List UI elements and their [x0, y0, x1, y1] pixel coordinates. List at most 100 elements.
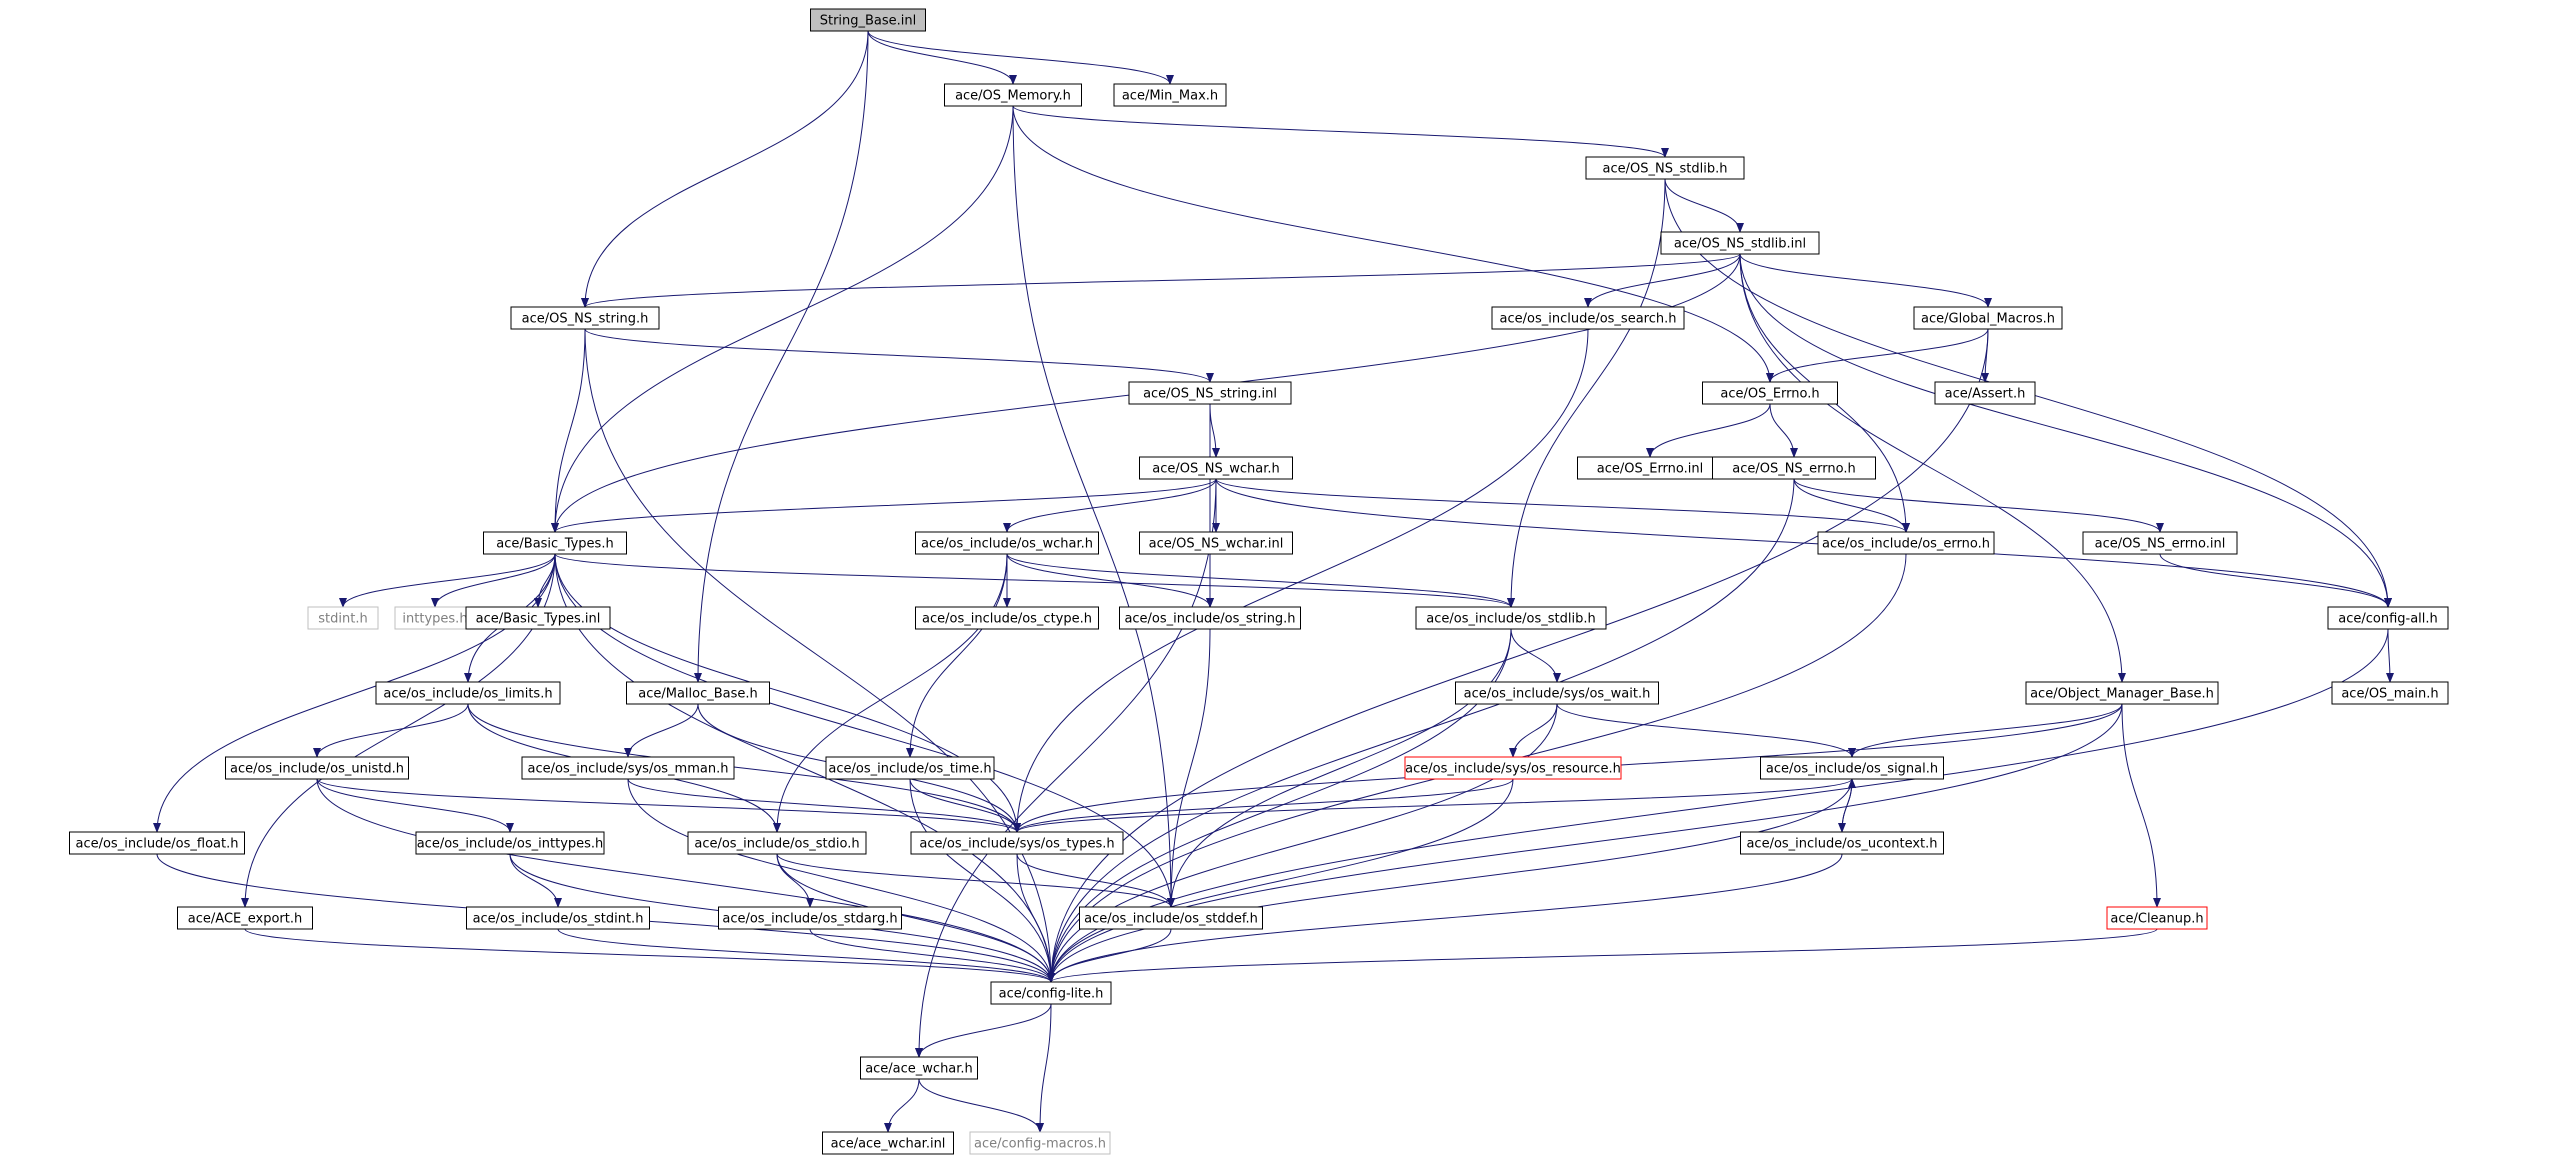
node-ace-config-all-h[interactable]: ace/config-all.h: [2327, 606, 2449, 630]
node-ace-os-errno-h[interactable]: ace/OS_Errno.h: [1702, 381, 1838, 405]
node-inttypes-h[interactable]: inttypes.h: [394, 606, 476, 630]
node-label: ace/os_include/os_stddef.h: [1084, 912, 1258, 927]
node-ace-config-macros-h[interactable]: ace/config-macros.h: [969, 1131, 1111, 1155]
node-ace-os-include-os-wchar-h[interactable]: ace/os_include/os_wchar.h: [915, 531, 1099, 555]
edge-ace-object-manager-base-h-to-ace-config-lite-h: [1047, 703, 2123, 983]
edge-ace-os-include-os-ucontext-h-to-ace-config-lite-h: [1047, 853, 1843, 983]
edge-ace-os-include-sys-os-resource-h-to-ace-os-include-sys-os-types-h: [1013, 778, 1514, 833]
edge-ace-os-include-os-unistd-h-to-ace-os-include-sys-os-types-h: [316, 778, 1021, 833]
edge-ace-os-include-os-stddef-h-to-ace-config-lite-h: [1047, 928, 1172, 983]
node-ace-os-include-os-ucontext-h[interactable]: ace/os_include/os_ucontext.h: [1740, 831, 1944, 855]
edge-ace-os-include-os-stdlib-h-to-ace-os-include-sys-os-wait-h: [1510, 628, 1561, 683]
edge-ace-os-ns-string-h-to-ace-os-ns-string-inl: [584, 328, 1214, 383]
edge-ace-os-include-sys-os-wait-h-to-ace-config-lite-h: [1047, 703, 1558, 983]
node-ace-os-include-sys-os-mman-h[interactable]: ace/os_include/sys/os_mman.h: [521, 756, 735, 780]
edge-string-base-inl-to-ace-malloc-base-h: [694, 30, 869, 683]
node-ace-basic-types-inl[interactable]: ace/Basic_Types.inl: [465, 606, 611, 630]
node-ace-os-include-os-time-h[interactable]: ace/os_include/os_time.h: [825, 756, 995, 780]
node-ace-os-include-os-limits-h[interactable]: ace/os_include/os_limits.h: [375, 681, 561, 705]
edge-ace-basic-types-h-to-stdint-h: [339, 553, 556, 608]
node-label: ace/Global_Macros.h: [1921, 312, 2055, 327]
node-ace-os-ns-errno-h[interactable]: ace/OS_NS_errno.h: [1712, 456, 1876, 480]
node-ace-ace-wchar-inl[interactable]: ace/ace_wchar.inl: [822, 1131, 954, 1155]
edge-ace-os-ns-errno-h-to-ace-config-lite-h: [1047, 478, 1795, 983]
edge-ace-os-ns-errno-h-to-ace-os-include-os-errno-h: [1793, 478, 1910, 533]
node-ace-config-lite-h[interactable]: ace/config-lite.h: [990, 981, 1112, 1005]
node-ace-object-manager-base-h[interactable]: ace/Object_Manager_Base.h: [2025, 681, 2219, 705]
edge-ace-os-include-os-wchar-h-to-ace-os-include-os-string-h: [1006, 553, 1214, 608]
node-box: [415, 831, 605, 855]
node-ace-os-ns-stdlib-inl[interactable]: ace/OS_NS_stdlib.inl: [1660, 231, 1820, 255]
node-box: [1119, 606, 1301, 630]
node-stdint-h[interactable]: stdint.h: [307, 606, 379, 630]
edge-ace-os-ns-string-inl-to-ace-os-ns-wchar-h: [1209, 403, 1220, 458]
node-box: [1913, 306, 2063, 330]
node-label: ace/Malloc_Base.h: [638, 687, 758, 702]
edge-ace-global-macros-h-to-ace-os-errno-h: [1766, 328, 1989, 383]
node-ace-os-include-os-errno-h[interactable]: ace/os_include/os_errno.h: [1817, 531, 1995, 555]
node-ace-os-include-sys-os-resource-h[interactable]: ace/os_include/sys/os_resource.h: [1404, 756, 1622, 780]
node-ace-os-errno-inl[interactable]: ace/OS_Errno.inl: [1577, 456, 1723, 480]
node-ace-os-include-os-stdarg-h[interactable]: ace/os_include/os_stdarg.h: [718, 906, 902, 930]
node-ace-global-macros-h[interactable]: ace/Global_Macros.h: [1913, 306, 2063, 330]
node-ace-ace-wchar-h[interactable]: ace/ace_wchar.h: [860, 1056, 978, 1080]
node-ace-os-include-os-search-h[interactable]: ace/os_include/os_search.h: [1491, 306, 1685, 330]
node-ace-os-ns-wchar-inl[interactable]: ace/OS_NS_wchar.inl: [1139, 531, 1293, 555]
node-label: ace/OS_Errno.h: [1720, 387, 1819, 402]
node-label: ace/os_include/os_stdio.h: [694, 837, 859, 852]
node-ace-os-include-sys-os-wait-h[interactable]: ace/os_include/sys/os_wait.h: [1455, 681, 1659, 705]
node-ace-os-include-os-stddef-h[interactable]: ace/os_include/os_stddef.h: [1079, 906, 1263, 930]
node-box: [1079, 906, 1263, 930]
edge-ace-os-ns-string-h-to-ace-basic-types-h: [551, 328, 586, 533]
edge-ace-os-include-os-wchar-h-to-ace-os-include-os-time-h: [906, 553, 1008, 758]
node-ace-cleanup-h[interactable]: ace/Cleanup.h: [2106, 906, 2208, 930]
node-ace-os-include-os-stdio-h[interactable]: ace/os_include/os_stdio.h: [687, 831, 867, 855]
node-ace-min-max-h[interactable]: ace/Min_Max.h: [1113, 83, 1227, 107]
node-label: ace/os_include/sys/os_types.h: [919, 837, 1114, 852]
node-string-base-inl[interactable]: String_Base.inl: [810, 8, 926, 32]
node-box: [1585, 156, 1745, 180]
edge-string-base-inl-to-ace-os-memory-h: [867, 30, 1017, 85]
node-ace-os-include-os-stdlib-h[interactable]: ace/os_include/os_stdlib.h: [1415, 606, 1607, 630]
node-ace-os-include-os-unistd-h[interactable]: ace/os_include/os_unistd.h: [225, 756, 409, 780]
node-ace-os-include-sys-os-types-h[interactable]: ace/os_include/sys/os_types.h: [910, 831, 1124, 855]
node-ace-os-ns-stdlib-h[interactable]: ace/OS_NS_stdlib.h: [1585, 156, 1745, 180]
node-label: ace/OS_NS_stdlib.inl: [1674, 237, 1806, 252]
node-label: ace/os_include/os_float.h: [75, 837, 238, 852]
edge-string-base-inl-to-ace-os-ns-string-h: [581, 30, 869, 308]
node-label: ace/os_include/os_stdint.h: [473, 912, 644, 927]
node-label: ace/OS_Memory.h: [955, 89, 1071, 104]
node-ace-basic-types-h[interactable]: ace/Basic_Types.h: [483, 531, 627, 555]
node-ace-os-include-os-ctype-h[interactable]: ace/os_include/os_ctype.h: [915, 606, 1099, 630]
node-label: ace/ACE_export.h: [188, 912, 302, 927]
node-box: [910, 831, 1124, 855]
node-ace-os-include-os-string-h[interactable]: ace/os_include/os_string.h: [1119, 606, 1301, 630]
node-ace-os-main-h[interactable]: ace/OS_main.h: [2331, 681, 2449, 705]
edge-ace-os-include-sys-os-types-h-to-ace-os-include-os-stddef-h: [1016, 853, 1175, 908]
node-box: [1404, 756, 1622, 780]
node-label: ace/OS_NS_errno.inl: [2095, 537, 2226, 552]
edge-ace-os-memory-h-to-ace-os-ns-stdlib-h: [1012, 105, 1669, 158]
node-ace-os-ns-string-inl[interactable]: ace/OS_NS_string.inl: [1128, 381, 1292, 405]
node-ace-assert-h[interactable]: ace/Assert.h: [1934, 381, 2036, 405]
node-ace-os-ns-wchar-h[interactable]: ace/OS_NS_wchar.h: [1139, 456, 1293, 480]
node-label: ace/Object_Manager_Base.h: [2030, 687, 2214, 702]
node-ace-os-include-os-stdint-h[interactable]: ace/os_include/os_stdint.h: [466, 906, 650, 930]
node-box: [483, 531, 627, 555]
node-box: [307, 606, 379, 630]
node-ace-os-ns-errno-inl[interactable]: ace/OS_NS_errno.inl: [2082, 531, 2238, 555]
node-ace-os-include-os-signal-h[interactable]: ace/os_include/os_signal.h: [1760, 756, 1944, 780]
node-label: ace/os_include/os_limits.h: [383, 687, 552, 702]
node-ace-os-include-os-inttypes-h[interactable]: ace/os_include/os_inttypes.h: [415, 831, 605, 855]
node-ace-ace-export-h[interactable]: ace/ACE_export.h: [177, 906, 313, 930]
node-ace-os-memory-h[interactable]: ace/OS_Memory.h: [944, 83, 1082, 107]
node-box: [2327, 606, 2449, 630]
edge-ace-os-ns-stdlib-h-to-ace-os-include-os-stdlib-h: [1507, 178, 1666, 608]
node-ace-os-ns-string-h[interactable]: ace/OS_NS_string.h: [510, 306, 660, 330]
edge-ace-os-ns-wchar-h-to-ace-os-include-os-wchar-h: [1003, 478, 1217, 533]
node-ace-os-include-os-float-h[interactable]: ace/os_include/os_float.h: [69, 831, 245, 855]
node-ace-malloc-base-h[interactable]: ace/Malloc_Base.h: [626, 681, 770, 705]
node-label: ace/OS_NS_wchar.inl: [1149, 537, 1284, 552]
edge-ace-config-all-h-to-ace-os-main-h: [2385, 628, 2394, 683]
